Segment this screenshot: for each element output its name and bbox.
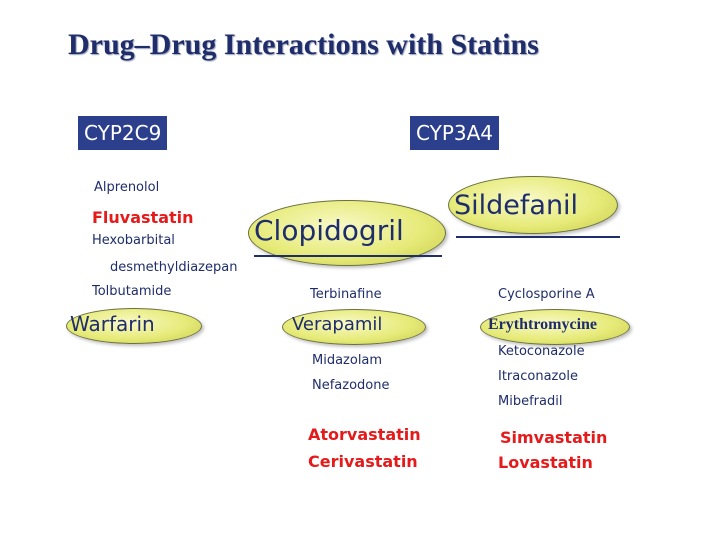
enzyme-label-cyp2c9: CYP2C9 xyxy=(78,116,168,150)
statin-lovastatin: Lovastatin xyxy=(498,453,593,472)
underline-clopidogril xyxy=(254,255,442,257)
oval-erythtromycine xyxy=(480,309,630,345)
oval-label-sildefanil: Sildefanil xyxy=(454,190,579,221)
drug-item: Cyclosporine A xyxy=(498,287,595,302)
statin-atorvastatin: Atorvastatin xyxy=(308,425,421,444)
drug-item: Alprenolol xyxy=(94,180,160,195)
statin-fluvastatin: Fluvastatin xyxy=(92,208,194,227)
oval-label-verapamil: Verapamil xyxy=(292,314,383,335)
oval-label-warfarin: Warfarin xyxy=(70,312,155,336)
drug-item: Terbinafine xyxy=(310,287,382,302)
drug-item: Nefazodone xyxy=(312,378,390,393)
drug-item: Ketoconazole xyxy=(498,344,585,359)
drug-item: desmethyldiazepan xyxy=(110,260,238,275)
underline-sildefanil xyxy=(456,236,620,238)
drug-item: Midazolam xyxy=(312,353,383,368)
statin-cerivastatin: Cerivastatin xyxy=(308,452,418,471)
statin-simvastatin: Simvastatin xyxy=(500,428,608,447)
drug-item: Tolbutamide xyxy=(92,284,172,299)
drug-item: Hexobarbital xyxy=(92,233,175,248)
oval-label-clopidogril: Clopidogril xyxy=(254,214,404,247)
page-title: Drug–Drug Interactions with Statins xyxy=(68,28,539,61)
oval-warfarin xyxy=(66,308,202,344)
enzyme-label-cyp3a4: CYP3A4 xyxy=(410,116,500,150)
oval-verapamil xyxy=(282,309,426,345)
drug-item: Itraconazole xyxy=(498,369,578,384)
oval-sildefanil xyxy=(448,176,618,234)
oval-label-erythtromycine: Erythtromycine xyxy=(488,316,598,333)
drug-item: Mibefradil xyxy=(498,394,563,409)
